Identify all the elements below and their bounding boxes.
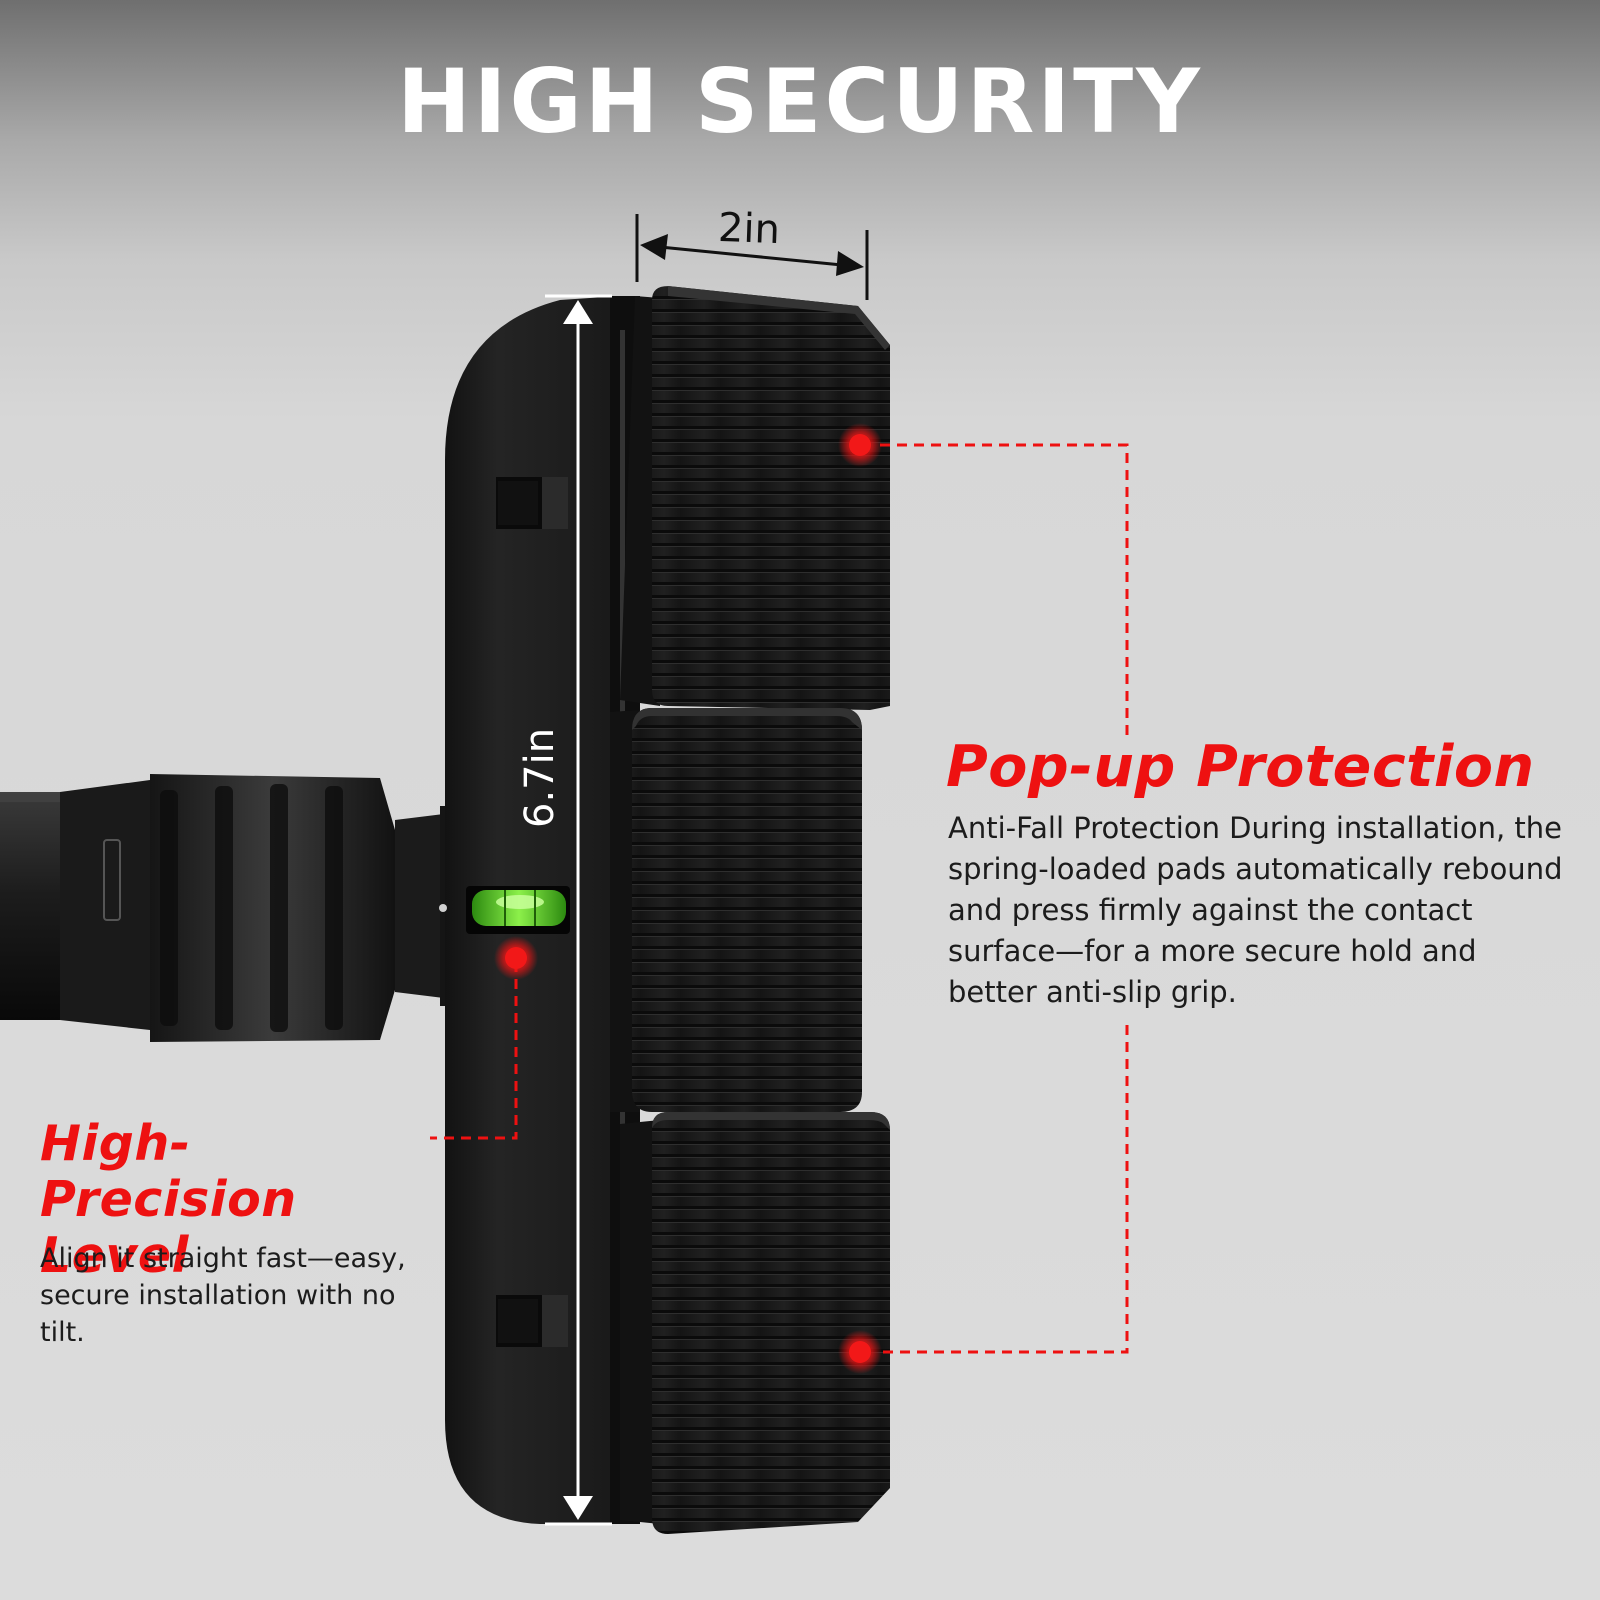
height-dimension-line: [545, 294, 612, 1526]
bubble-level-icon: [439, 886, 570, 934]
telescopic-rod: [0, 774, 470, 1042]
level-feature-description: Align it straight fast—easy, secure inst…: [40, 1243, 406, 1348]
width-dimension-line: [635, 214, 869, 300]
marker-dot-level: [494, 936, 538, 980]
marker-dot-bottom: [838, 1330, 882, 1374]
mounting-slot: [496, 1295, 568, 1347]
height-label: 6.7in: [517, 727, 563, 828]
headline: HIGH SECURITY: [397, 50, 1203, 153]
spring-pad-middle: [610, 708, 862, 1112]
popup-protection-description: Anti-Fall Protection During installation…: [948, 811, 1563, 1009]
rod-brand-marking: [103, 839, 121, 921]
marker-dot-top: [838, 423, 882, 467]
spring-pad-top: [620, 286, 890, 710]
level-feature-title: High-Precision Level: [40, 1115, 297, 1284]
popup-protection-title: Pop-up Protection: [946, 734, 1535, 800]
callout-lines: [430, 443, 1129, 1354]
mounting-plate: [439, 296, 640, 1524]
spring-pad-bottom: [620, 1112, 890, 1534]
mounting-slot: [496, 477, 568, 529]
width-label: 2in: [717, 204, 781, 254]
